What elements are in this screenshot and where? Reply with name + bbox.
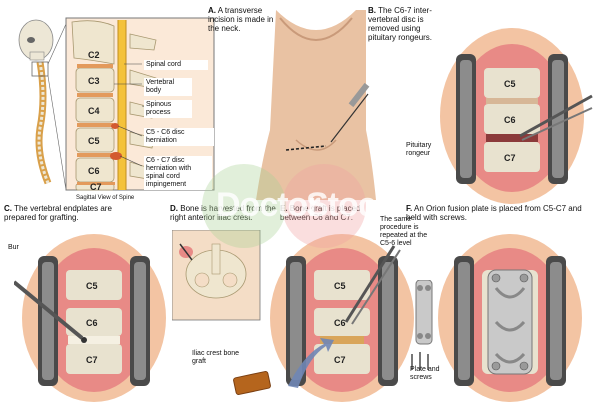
panel-a: A. A transverse incision is made in the … (208, 6, 376, 200)
panel-a-caption: A. A transverse incision is made in the … (208, 6, 274, 33)
surgical-field-e: C5 C6 C7 (270, 234, 414, 402)
vert-label-c4: C4 (88, 106, 100, 116)
label-c5c6-herniation: C5 - C6 disc herniation (144, 128, 214, 146)
vert-label-c3: C3 (88, 76, 100, 86)
panel-d: D. Bone is harvested from the right ante… (170, 204, 280, 324)
e-label-c5: C5 (334, 281, 346, 291)
panel-c-text: The vertebral endplates are prepared for… (4, 204, 112, 222)
vert-label-c6: C6 (88, 166, 100, 176)
surgical-field-b: C5 C6 C7 (440, 28, 593, 204)
watermark-left-text: Doctor (216, 186, 321, 224)
panel-f-caption: F. An Orion fusion plate is placed from … (406, 204, 586, 222)
panel-e-caption: E. Bone graft is placed between C6 and C… (280, 204, 380, 222)
plate-label: Plate and screws (410, 366, 440, 381)
panel-f: F. An Orion fusion plate is placed from … (406, 204, 600, 406)
label-spinous-process: Spinous process (144, 100, 192, 118)
plate-screws-icon (411, 280, 433, 370)
rongeur-icon (519, 94, 593, 141)
scalpel-icon (330, 82, 370, 143)
surgical-field-f (438, 234, 582, 402)
c-label-c7: C7 (86, 355, 98, 365)
panel-d-letter: D. (170, 204, 178, 213)
watermark: Doctor Stock ™ (202, 164, 402, 248)
watermark-left-circle (202, 164, 286, 248)
rongeur-label: Pituitary rongeur (406, 142, 432, 157)
panel-b-letter: B. (368, 6, 376, 15)
c-label-c6: C6 (86, 318, 98, 328)
bur-icon (14, 280, 87, 343)
surgical-field-c: C5 C6 C7 (14, 234, 166, 402)
watermark-right-text: Stock (306, 186, 395, 224)
procedure-note: The same procedure is repeated at the C5… (380, 216, 428, 247)
panel-e: E. Bone graft is placed between C6 and C… (192, 204, 442, 406)
panel-b-caption: B. The C6-7 inter-vertebral disc is remo… (368, 6, 444, 42)
vert-label-c7: C7 (90, 182, 102, 192)
neck-illustration (256, 10, 376, 200)
watermark-right-circle (282, 164, 366, 248)
panel-f-text: An Orion fusion plate is placed from C5-… (406, 204, 582, 222)
panel-d-text: Bone is harvested from the right anterio… (170, 204, 276, 222)
sagittal-caption: Sagittal View of Spine (76, 195, 135, 201)
vert-label-c5: C5 (88, 136, 100, 146)
panel-a-letter: A. (208, 6, 216, 15)
label-spinal-cord: Spinal cord (144, 60, 208, 70)
vert-label-c2: C2 (88, 50, 100, 60)
pelvis-illustration (172, 230, 261, 321)
panel-a-text: A transverse incision is made in the nec… (208, 6, 274, 33)
panel-e-letter: E. (280, 204, 288, 213)
panel-c-caption: C. The vertebral endplates are prepared … (4, 204, 134, 222)
b-label-c7: C7 (504, 153, 516, 163)
e-label-c6: C6 (334, 318, 346, 328)
sagittal-panel: C2 C3 C4 C5 C6 C7 Spinal cord Vertebral … (6, 8, 218, 201)
watermark-tm: ™ (388, 188, 398, 199)
bur-label: Bur (8, 244, 19, 251)
panel-f-letter: F. (406, 204, 413, 213)
b-label-c6: C6 (504, 115, 516, 125)
panel-c-letter: C. (4, 204, 12, 213)
panel-b-text: The C6-7 inter-vertebral disc is removed… (368, 6, 433, 42)
bone-graft-icon (232, 370, 272, 396)
panel-e-text: Bone graft is placed between C6 and C7. (280, 204, 361, 222)
e-label-c7: C7 (334, 355, 346, 365)
c-label-c5: C5 (86, 281, 98, 291)
bone-graft-label: Iliac crest bone graft (192, 350, 240, 365)
b-label-c5: C5 (504, 79, 516, 89)
panel-c: C. The vertebral endplates are prepared … (4, 204, 174, 404)
panel-b: B. The C6-7 inter-vertebral disc is remo… (368, 6, 594, 206)
skeleton-icon (18, 19, 54, 185)
forceps-icon (344, 245, 401, 325)
label-vertebral-body: Vertebral body (144, 78, 192, 96)
arrow-icon (288, 338, 334, 388)
label-c6c7-herniation: C6 - C7 disc herniation with spinal cord… (144, 156, 212, 190)
panel-d-caption: D. Bone is harvested from the right ante… (170, 204, 278, 222)
